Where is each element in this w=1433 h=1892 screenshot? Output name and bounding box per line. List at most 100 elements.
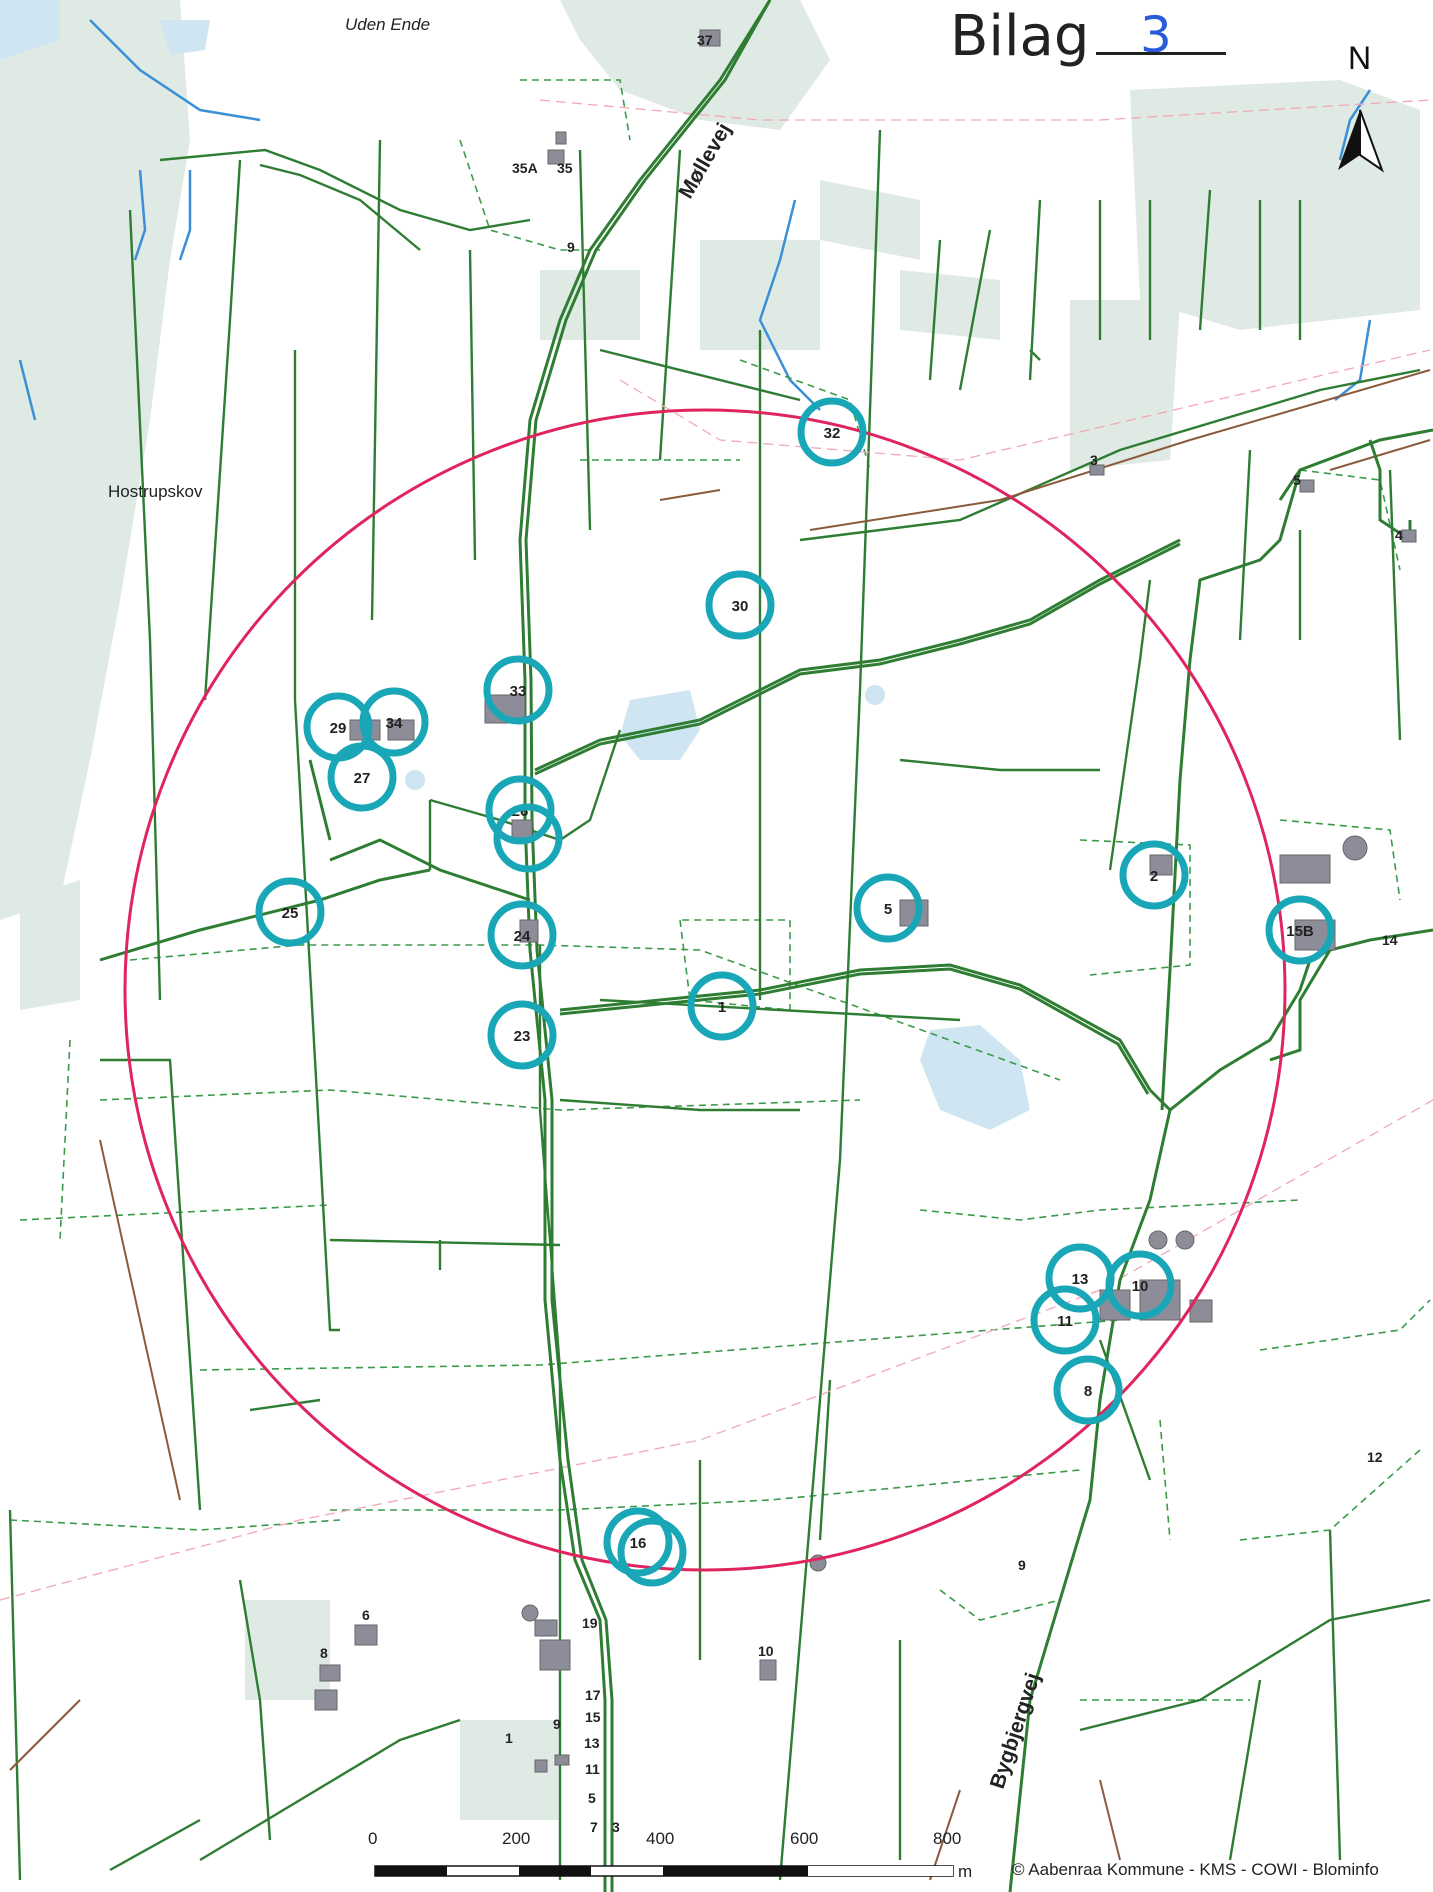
marker-ring	[327, 742, 397, 812]
streams	[18, 19, 1372, 421]
marker-ring	[797, 397, 867, 467]
house-number: 12	[1367, 1449, 1383, 1465]
north-label: N	[1348, 40, 1372, 76]
house-number: 11	[585, 1761, 600, 1777]
annex-underline	[1096, 52, 1226, 55]
marker-23: 23	[487, 1000, 557, 1070]
marker-15B: 15B	[1265, 895, 1335, 965]
marker-10: 10	[1105, 1250, 1175, 1320]
marker-label: 16	[630, 1535, 647, 1552]
scale-tick-600: 600	[790, 1829, 819, 1848]
marker-11: 11	[1030, 1285, 1100, 1355]
house-number: 9	[553, 1716, 561, 1732]
marker-label: 25	[282, 905, 299, 922]
marker-label: 2	[1150, 868, 1158, 885]
house-number: 14	[1382, 932, 1398, 948]
house-number: 4	[1395, 527, 1403, 543]
brown-lines	[9, 369, 1431, 1881]
forest-areas	[0, 0, 1420, 1820]
house-number: 17	[585, 1687, 601, 1703]
marker-34: 34	[359, 687, 429, 757]
house-number: 9	[1018, 1557, 1026, 1573]
scale-bar	[374, 1865, 954, 1877]
marker-label: 32	[824, 425, 841, 442]
scale-unit: m	[958, 1862, 973, 1881]
marker-label: 13	[1072, 1271, 1089, 1288]
house-number: 13	[584, 1735, 600, 1751]
marker-2: 2	[1119, 840, 1189, 910]
road-label-bygbjergvej: Bygbjergvej	[986, 1670, 1045, 1791]
scale-tick-0: 0	[368, 1829, 378, 1848]
marker-ring	[853, 873, 923, 943]
marker-ring	[1105, 1250, 1175, 1320]
scale-tick-800: 800	[933, 1829, 962, 1848]
copyright-credit: © Aabenraa Kommune - KMS - COWI - Blomin…	[1012, 1860, 1379, 1879]
marker-label: 24	[514, 928, 531, 945]
marker-label: 5	[884, 901, 892, 918]
field-lines	[8, 129, 1431, 1881]
house-number: 9	[567, 239, 575, 255]
marker-ring	[485, 775, 555, 845]
house-number: 37	[697, 32, 713, 48]
marker-32: 32	[797, 397, 867, 467]
radius-circle	[123, 408, 1287, 1572]
marker-26	[493, 803, 563, 873]
house-number: 3	[1090, 452, 1098, 468]
marker-ring	[493, 803, 563, 873]
marker-ring	[487, 1000, 557, 1070]
marker-label: 27	[354, 770, 371, 787]
page-title: Bilag	[950, 4, 1090, 69]
marker-33: 33	[483, 655, 553, 725]
marker-ring	[483, 655, 553, 725]
marker-ring	[487, 900, 557, 970]
marker-ring	[359, 687, 429, 757]
house-number: 7	[590, 1819, 598, 1835]
marker-13: 13	[1045, 1243, 1115, 1313]
marker-30: 30	[705, 570, 775, 640]
marker-label: 8	[1084, 1383, 1092, 1400]
house-number: 3	[612, 1819, 620, 1835]
marker-ring	[1030, 1285, 1100, 1355]
house-number: 15	[585, 1709, 601, 1725]
marker-27: 27	[327, 742, 397, 812]
marker-label: 10	[1132, 1278, 1149, 1295]
administrative-lines	[0, 99, 1433, 1601]
marker-5: 5	[853, 873, 923, 943]
marker-8: 8	[1053, 1355, 1123, 1425]
marker-16: 16	[603, 1507, 687, 1587]
north-arrow-icon	[1338, 109, 1385, 173]
water-bodies	[0, 0, 1030, 1130]
scale-tick-400: 400	[646, 1829, 675, 1848]
marker-label: 15B	[1286, 923, 1314, 940]
marker-label: 33	[510, 683, 527, 700]
marker-25: 25	[255, 877, 325, 947]
marker-ring	[617, 1517, 687, 1587]
marker-label: 29	[330, 720, 347, 737]
marker-label: 1	[718, 999, 726, 1016]
house-number: 1	[505, 1730, 513, 1746]
marker-1: 1	[687, 971, 757, 1041]
marker-ring	[705, 570, 775, 640]
marker-24: 24	[487, 900, 557, 970]
marker-ring	[687, 971, 757, 1041]
house-number: 35	[557, 160, 573, 176]
marker-label: 23	[514, 1028, 531, 1045]
house-number: 10	[758, 1643, 774, 1659]
house-number: 8	[320, 1645, 328, 1661]
marker-label: 34	[386, 715, 403, 732]
marker-label: 30	[732, 598, 749, 615]
house-number: 5	[588, 1790, 596, 1806]
house-number: 35A	[512, 160, 538, 176]
scale-tick-200: 200	[502, 1829, 531, 1848]
house-number: 19	[582, 1615, 598, 1631]
place-label-uden-ende: Uden Ende	[345, 15, 430, 34]
marker-ring	[603, 1507, 673, 1577]
marker-ring	[1119, 840, 1189, 910]
marker-ring	[1053, 1355, 1123, 1425]
marker-label: 11	[1057, 1313, 1073, 1330]
place-label-hostrupskov: Hostrupskov	[108, 482, 203, 501]
marker-ring	[255, 877, 325, 947]
